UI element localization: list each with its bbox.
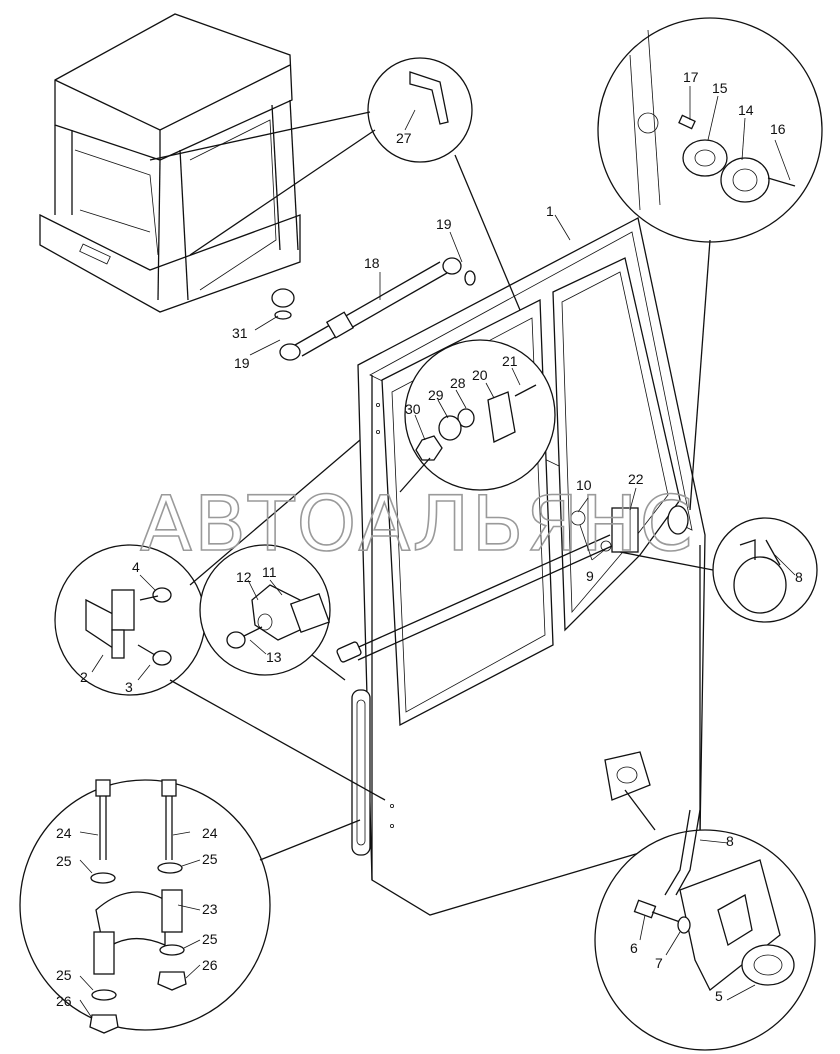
- callout-14: 14: [738, 102, 754, 118]
- callout-22: 22: [628, 471, 644, 487]
- detail-circle-8-top: [619, 517, 818, 623]
- callout-1: 1: [546, 203, 554, 219]
- watermark-text: АВТОАЛЬЯНС: [140, 479, 695, 568]
- callout-20: 20: [472, 367, 488, 383]
- callout-19-right: 19: [436, 216, 452, 232]
- detail-circle-2-4: [54, 439, 386, 801]
- callout-24-right: 24: [202, 825, 218, 841]
- latch: [611, 507, 639, 553]
- callout-13: 13: [266, 649, 282, 665]
- callout-23: 23: [202, 901, 218, 917]
- callout-2: 2: [80, 669, 88, 685]
- callout-19-left: 19: [234, 355, 250, 371]
- callout-8-bottom: 8: [726, 833, 734, 849]
- callout-10: 10: [576, 477, 592, 493]
- callout-31: 31: [232, 325, 248, 341]
- link-rod: [336, 534, 613, 663]
- detail-circle-27: [149, 57, 521, 311]
- callout-4: 4: [132, 559, 140, 575]
- callout-25-left-top: 25: [56, 853, 72, 869]
- callout-16: 16: [770, 121, 786, 137]
- callout-11: 11: [262, 564, 277, 580]
- callout-9: 9: [586, 568, 594, 584]
- callout-7: 7: [655, 955, 663, 971]
- callout-12: 12: [236, 569, 252, 585]
- callout-25-right-top: 25: [202, 851, 218, 867]
- detail-circle-23-26: [19, 779, 361, 1034]
- gas-strut: [271, 257, 476, 361]
- callout-28: 28: [450, 375, 466, 391]
- detail-circle-11-13: [199, 544, 346, 681]
- callout-29: 29: [428, 387, 444, 403]
- callout-30: 30: [405, 401, 421, 417]
- callout-17: 17: [683, 69, 699, 85]
- detail-circle-5-8: [594, 789, 816, 1051]
- callout-26-right: 26: [202, 957, 218, 973]
- cab-assembly: [39, 13, 301, 313]
- callout-25-right-bottom: 25: [202, 931, 218, 947]
- callout-labels: 1 2 3 4 5 6 7 8 8 9 10 11 12 13 14 15 16…: [56, 69, 803, 1009]
- callout-3: 3: [125, 679, 133, 695]
- callout-8-top: 8: [795, 569, 803, 585]
- detail-circle-20-30: [399, 339, 556, 493]
- door-handle-bar: [351, 689, 371, 856]
- callout-15: 15: [712, 80, 728, 96]
- callout-6: 6: [630, 940, 638, 956]
- callout-25-left-bottom: 25: [56, 967, 72, 983]
- leader-lines: [79, 86, 796, 1019]
- callout-18: 18: [364, 255, 380, 271]
- callout-21: 21: [502, 353, 518, 369]
- callout-27: 27: [396, 130, 412, 146]
- callout-26-left: 26: [56, 993, 72, 1009]
- callout-24-left: 24: [56, 825, 72, 841]
- callout-5: 5: [715, 988, 723, 1004]
